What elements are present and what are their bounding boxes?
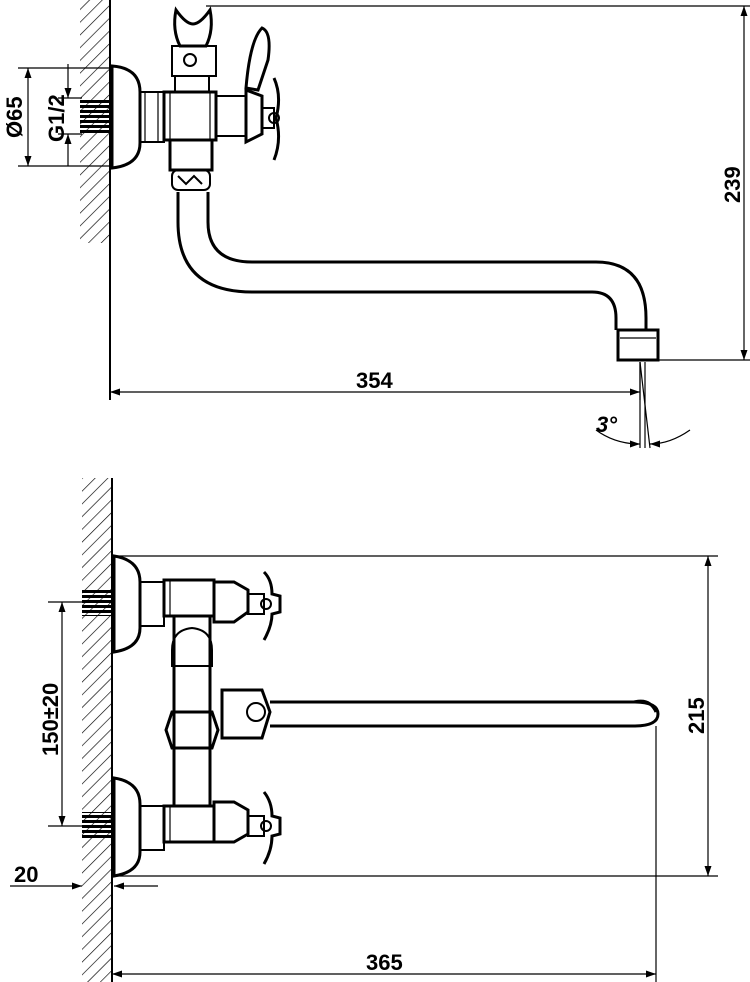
top-dim-width: 215 (114, 555, 718, 877)
dim-angle-label: 3° (596, 412, 617, 437)
dim-offset-label: 20 (14, 862, 38, 887)
dim-length-label-top: 365 (366, 950, 403, 975)
dim-length-label: 354 (356, 368, 393, 393)
side-dim-length: 354 (110, 362, 641, 400)
top-dim-spacing: 150±20 (38, 601, 84, 827)
top-upper-valve (112, 554, 282, 654)
dim-diameter-label: Ø65 (2, 96, 27, 138)
dim-thread-label: G1/2 (44, 94, 69, 142)
side-dim-thread: G1/2 (44, 64, 82, 166)
side-spout (176, 192, 660, 362)
side-escutcheon (110, 64, 165, 170)
top-view: 150±20 215 20 365 (10, 478, 718, 982)
side-water-stream (595, 361, 691, 449)
top-spout (270, 699, 660, 728)
side-faucet-body (162, 6, 281, 191)
top-wall (82, 478, 113, 982)
top-central-body (164, 614, 272, 808)
dim-width-label: 215 (684, 697, 709, 734)
top-dim-offset: 20 (10, 862, 158, 890)
dim-spacing-label: 150±20 (38, 683, 63, 756)
side-dim-height: 239 (206, 5, 750, 361)
side-dim-diameter: Ø65 (2, 67, 112, 167)
top-dim-length: 365 (112, 726, 657, 982)
side-view: Ø65 G1/2 239 354 3° (2, 0, 750, 449)
top-lower-valve (112, 776, 282, 878)
dim-height-label: 239 (720, 166, 745, 203)
side-wall (80, 0, 111, 400)
